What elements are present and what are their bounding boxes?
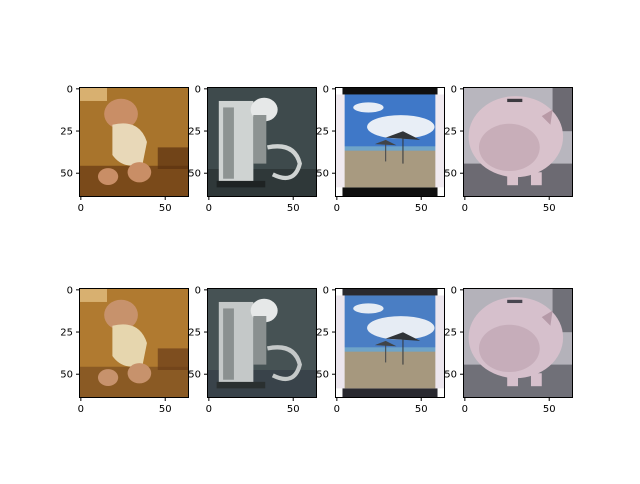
x-tick-label: 0 bbox=[206, 404, 212, 415]
y-tick-label: 25 bbox=[188, 328, 201, 339]
top-panel-2-metal-appliance-image: 0 25 50 0 50 bbox=[188, 84, 317, 214]
axes-frame bbox=[335, 288, 445, 398]
x-tick-label: 0 bbox=[334, 203, 340, 214]
axes-frame bbox=[463, 87, 573, 197]
y-tick-label: 25 bbox=[60, 127, 73, 138]
axes-frame bbox=[79, 87, 189, 197]
y-tick-label: 0 bbox=[451, 84, 457, 95]
y-tick-label: 0 bbox=[67, 84, 73, 95]
axes-frame bbox=[207, 87, 317, 197]
x-tick-label: 50 bbox=[543, 203, 556, 214]
axes-frame bbox=[207, 288, 317, 398]
x-tick-label: 0 bbox=[334, 404, 340, 415]
x-tick-label: 50 bbox=[415, 404, 428, 415]
y-tick-label: 0 bbox=[195, 84, 201, 95]
bottom-panel-4-piggy-bank-image: 0 25 50 0 50 bbox=[444, 285, 573, 415]
axes-frame bbox=[335, 87, 445, 197]
y-tick-label: 50 bbox=[444, 370, 457, 381]
top-panel-3-beach-umbrellas-image: 0 25 50 0 50 bbox=[316, 84, 445, 214]
y-tick-label: 50 bbox=[60, 169, 73, 180]
y-tick-label: 25 bbox=[316, 328, 329, 339]
y-tick-label: 25 bbox=[60, 328, 73, 339]
y-tick-label: 50 bbox=[188, 370, 201, 381]
y-tick-label: 0 bbox=[451, 285, 457, 296]
x-tick-label: 50 bbox=[287, 404, 300, 415]
x-tick-label: 50 bbox=[415, 203, 428, 214]
axes-frame bbox=[79, 288, 189, 398]
y-tick-label: 50 bbox=[60, 370, 73, 381]
y-tick-label: 0 bbox=[195, 285, 201, 296]
y-tick-label: 50 bbox=[188, 169, 201, 180]
y-tick-label: 25 bbox=[444, 127, 457, 138]
y-tick-label: 25 bbox=[444, 328, 457, 339]
y-tick-label: 25 bbox=[188, 127, 201, 138]
bottom-panel-2-metal-appliance-image: 0 25 50 0 50 bbox=[188, 285, 317, 415]
x-tick-label: 0 bbox=[206, 203, 212, 214]
y-tick-label: 0 bbox=[67, 285, 73, 296]
y-tick-label: 50 bbox=[316, 169, 329, 180]
x-tick-label: 50 bbox=[159, 203, 172, 214]
y-tick-label: 25 bbox=[316, 127, 329, 138]
top-panel-4-piggy-bank-image: 0 25 50 0 50 bbox=[444, 84, 573, 214]
x-tick-label: 0 bbox=[462, 404, 468, 415]
y-tick-label: 50 bbox=[444, 169, 457, 180]
x-tick-label: 50 bbox=[159, 404, 172, 415]
top-panel-1-sleeping-baby-image: 0 25 50 0 50 bbox=[60, 84, 189, 214]
bottom-panel-1-sleeping-baby-image: 0 25 50 0 50 bbox=[60, 285, 189, 415]
y-tick-label: 50 bbox=[316, 370, 329, 381]
y-tick-label: 0 bbox=[323, 84, 329, 95]
axes-frame bbox=[463, 288, 573, 398]
x-tick-label: 50 bbox=[543, 404, 556, 415]
y-tick-label: 0 bbox=[323, 285, 329, 296]
x-tick-label: 0 bbox=[462, 203, 468, 214]
x-tick-label: 0 bbox=[78, 203, 84, 214]
x-tick-label: 50 bbox=[287, 203, 300, 214]
x-tick-label: 0 bbox=[78, 404, 84, 415]
bottom-panel-3-beach-umbrellas-image: 0 25 50 0 50 bbox=[316, 285, 445, 415]
